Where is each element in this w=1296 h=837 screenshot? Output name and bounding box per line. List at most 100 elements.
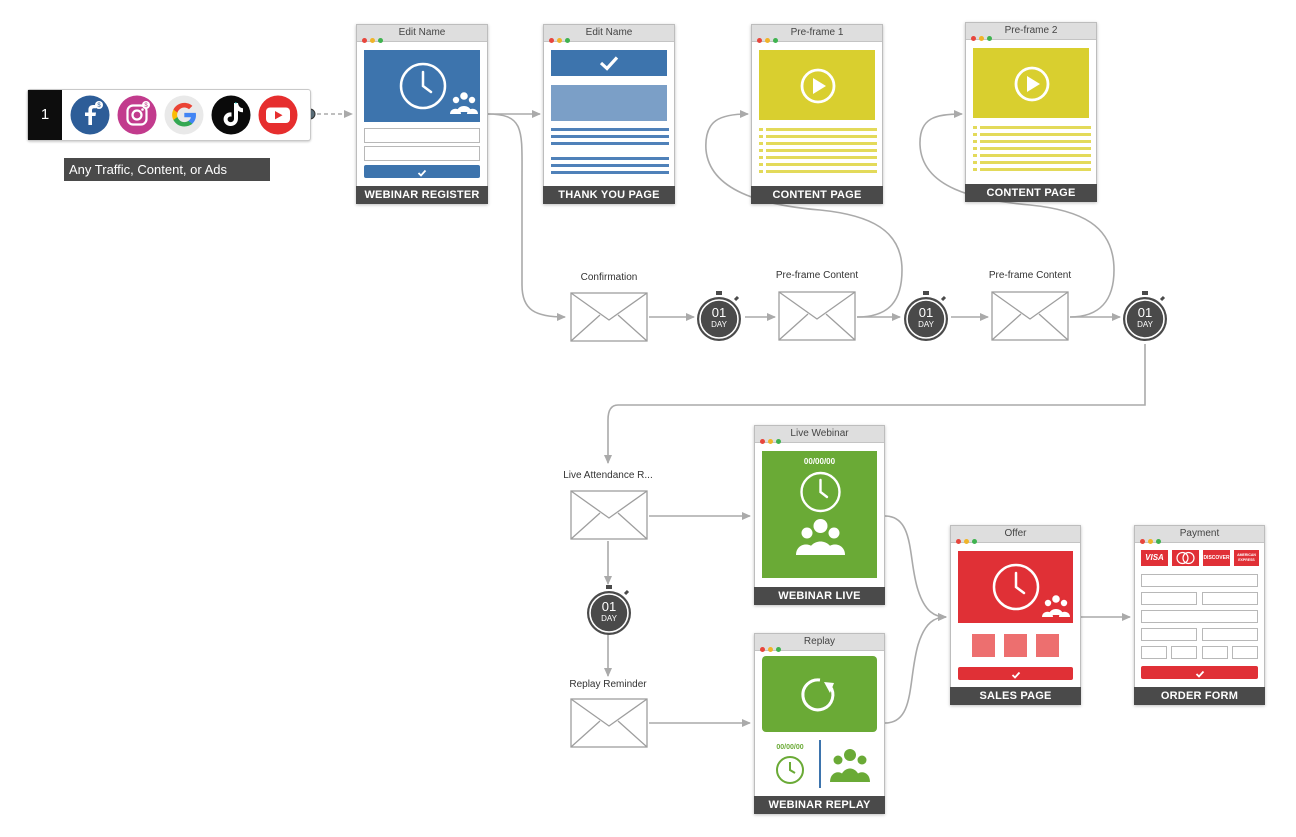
live-block: 00/00/00 [762,451,877,578]
timer-unit: DAY [711,320,727,329]
page-title: Pre-frame 1 [790,27,844,38]
facebook-icon: $ [70,95,110,135]
email-label-confirmation: Confirmation [580,272,638,283]
content-block [551,85,667,121]
browser-bar: Payment [1135,526,1264,544]
envelope-icon[interactable] [570,490,648,540]
webinar-register-page[interactable]: Edit Name WEBINAR REGISTER [356,24,488,204]
tiktok-icon [211,95,251,135]
divider [819,740,821,788]
thank-you-page[interactable]: Edit Name THANK YOU PAGE [543,24,675,204]
clock-icon [776,756,804,784]
delay-timer[interactable]: 01 DAY [585,584,633,638]
submit-button[interactable] [364,165,480,178]
traffic-source-node[interactable]: 1 $ $ [27,89,311,141]
form-field[interactable] [1141,628,1197,641]
browser-bar: Pre-frame 2 [966,23,1096,41]
offer-block [958,551,1073,623]
page-title: Edit Name [398,27,446,38]
envelope-icon[interactable] [570,698,648,748]
form-field[interactable] [1141,574,1258,587]
envelope-icon[interactable] [778,291,856,341]
video-block [973,48,1089,118]
page-footer: ORDER FORM [1134,687,1265,705]
browser-bar: Replay [755,634,884,652]
page-title: Replay [803,636,836,647]
browser-bar: Offer [951,526,1080,544]
browser-bar: Live Webinar [755,426,884,444]
replay-icon [801,678,835,712]
form-field[interactable] [1141,610,1258,623]
content-page-1[interactable]: Pre-frame 1 CONTENT PAGE [751,24,883,204]
page-footer: CONTENT PAGE [751,186,883,204]
amex-logo: AMERICAN EXPRESS [1234,550,1259,566]
hero-block [364,50,480,122]
email-label-preframe-2: Pre-frame Content [988,270,1072,281]
delay-timer[interactable]: 01 DAY [902,290,950,344]
live-time: 00/00/00 [803,457,836,466]
webinar-live-page[interactable]: Live Webinar 00/00/00 WEBINAR LIVE [754,425,885,605]
traffic-icons: $ $ [70,95,298,135]
page-title: Edit Name [585,27,633,38]
video-block [759,50,875,120]
product-tile [1036,634,1059,657]
order-button[interactable] [1141,666,1258,679]
email-label-preframe-1: Pre-frame Content [775,270,859,281]
timer-value: 01 [711,305,727,320]
youtube-icon [258,95,298,135]
email-label-replay-reminder: Replay Reminder [569,679,647,690]
browser-bar: Pre-frame 1 [752,25,882,43]
page-title: Pre-frame 2 [1004,25,1058,36]
page-title: Payment [1179,528,1220,539]
form-field[interactable] [1141,646,1167,659]
clock-icon [796,471,845,555]
stopwatch-icon [904,291,948,341]
form-field[interactable] [364,146,480,161]
stopwatch-icon [697,291,741,341]
replay-block [762,656,877,732]
people-icon [830,749,870,782]
buy-button[interactable] [958,667,1073,680]
sales-page[interactable]: Offer SALES PAGE [950,525,1081,705]
instagram-icon: $ [117,95,157,135]
traffic-caption: Any Traffic, Content, or Ads [64,158,270,181]
mastercard-logo [1172,550,1199,566]
page-footer: THANK YOU PAGE [543,186,675,204]
play-icon [800,68,836,104]
replay-time: 00/00/00 [776,744,804,751]
stopwatch-icon [587,585,631,635]
webinar-replay-page[interactable]: Replay 00/00/00 WEBINAR REPLAY [754,633,885,814]
svg-text:$: $ [97,103,101,109]
stopwatch-icon [1123,291,1167,341]
delay-timer[interactable]: 01 DAY [1121,290,1169,344]
content-page-2[interactable]: Pre-frame 2 CONTENT PAGE [965,22,1097,202]
timer-unit: DAY [918,320,934,329]
confirmation-banner [551,50,667,76]
delay-timer[interactable]: 01 DAY [695,290,743,344]
timer-unit: DAY [1137,320,1153,329]
page-footer: SALES PAGE [950,687,1081,705]
page-footer: WEBINAR REPLAY [754,796,885,814]
step-number: 1 [28,90,62,140]
page-footer: CONTENT PAGE [965,184,1097,202]
form-field[interactable] [1202,592,1258,605]
check-icon [1195,670,1204,678]
product-tile [1004,634,1027,657]
form-field[interactable] [1171,646,1197,659]
form-field[interactable] [364,128,480,143]
form-field[interactable] [1141,592,1197,605]
clock-icon [399,62,478,114]
form-field[interactable] [1202,628,1258,641]
envelope-icon[interactable] [991,291,1069,341]
page-footer: WEBINAR LIVE [754,587,885,605]
card-logos: VISA DISCOVER AMERICAN EXPRESS [1141,550,1259,567]
form-field[interactable] [1202,646,1228,659]
play-icon [1014,66,1050,102]
browser-bar: Edit Name [544,25,674,43]
page-footer: WEBINAR REGISTER [356,186,488,204]
browser-bar: Edit Name [357,25,487,43]
text-lines [759,128,877,173]
envelope-icon[interactable] [570,292,648,342]
order-form-page[interactable]: Payment VISA DISCOVER AMERICAN EXPRESS O… [1134,525,1265,705]
form-field[interactable] [1232,646,1258,659]
